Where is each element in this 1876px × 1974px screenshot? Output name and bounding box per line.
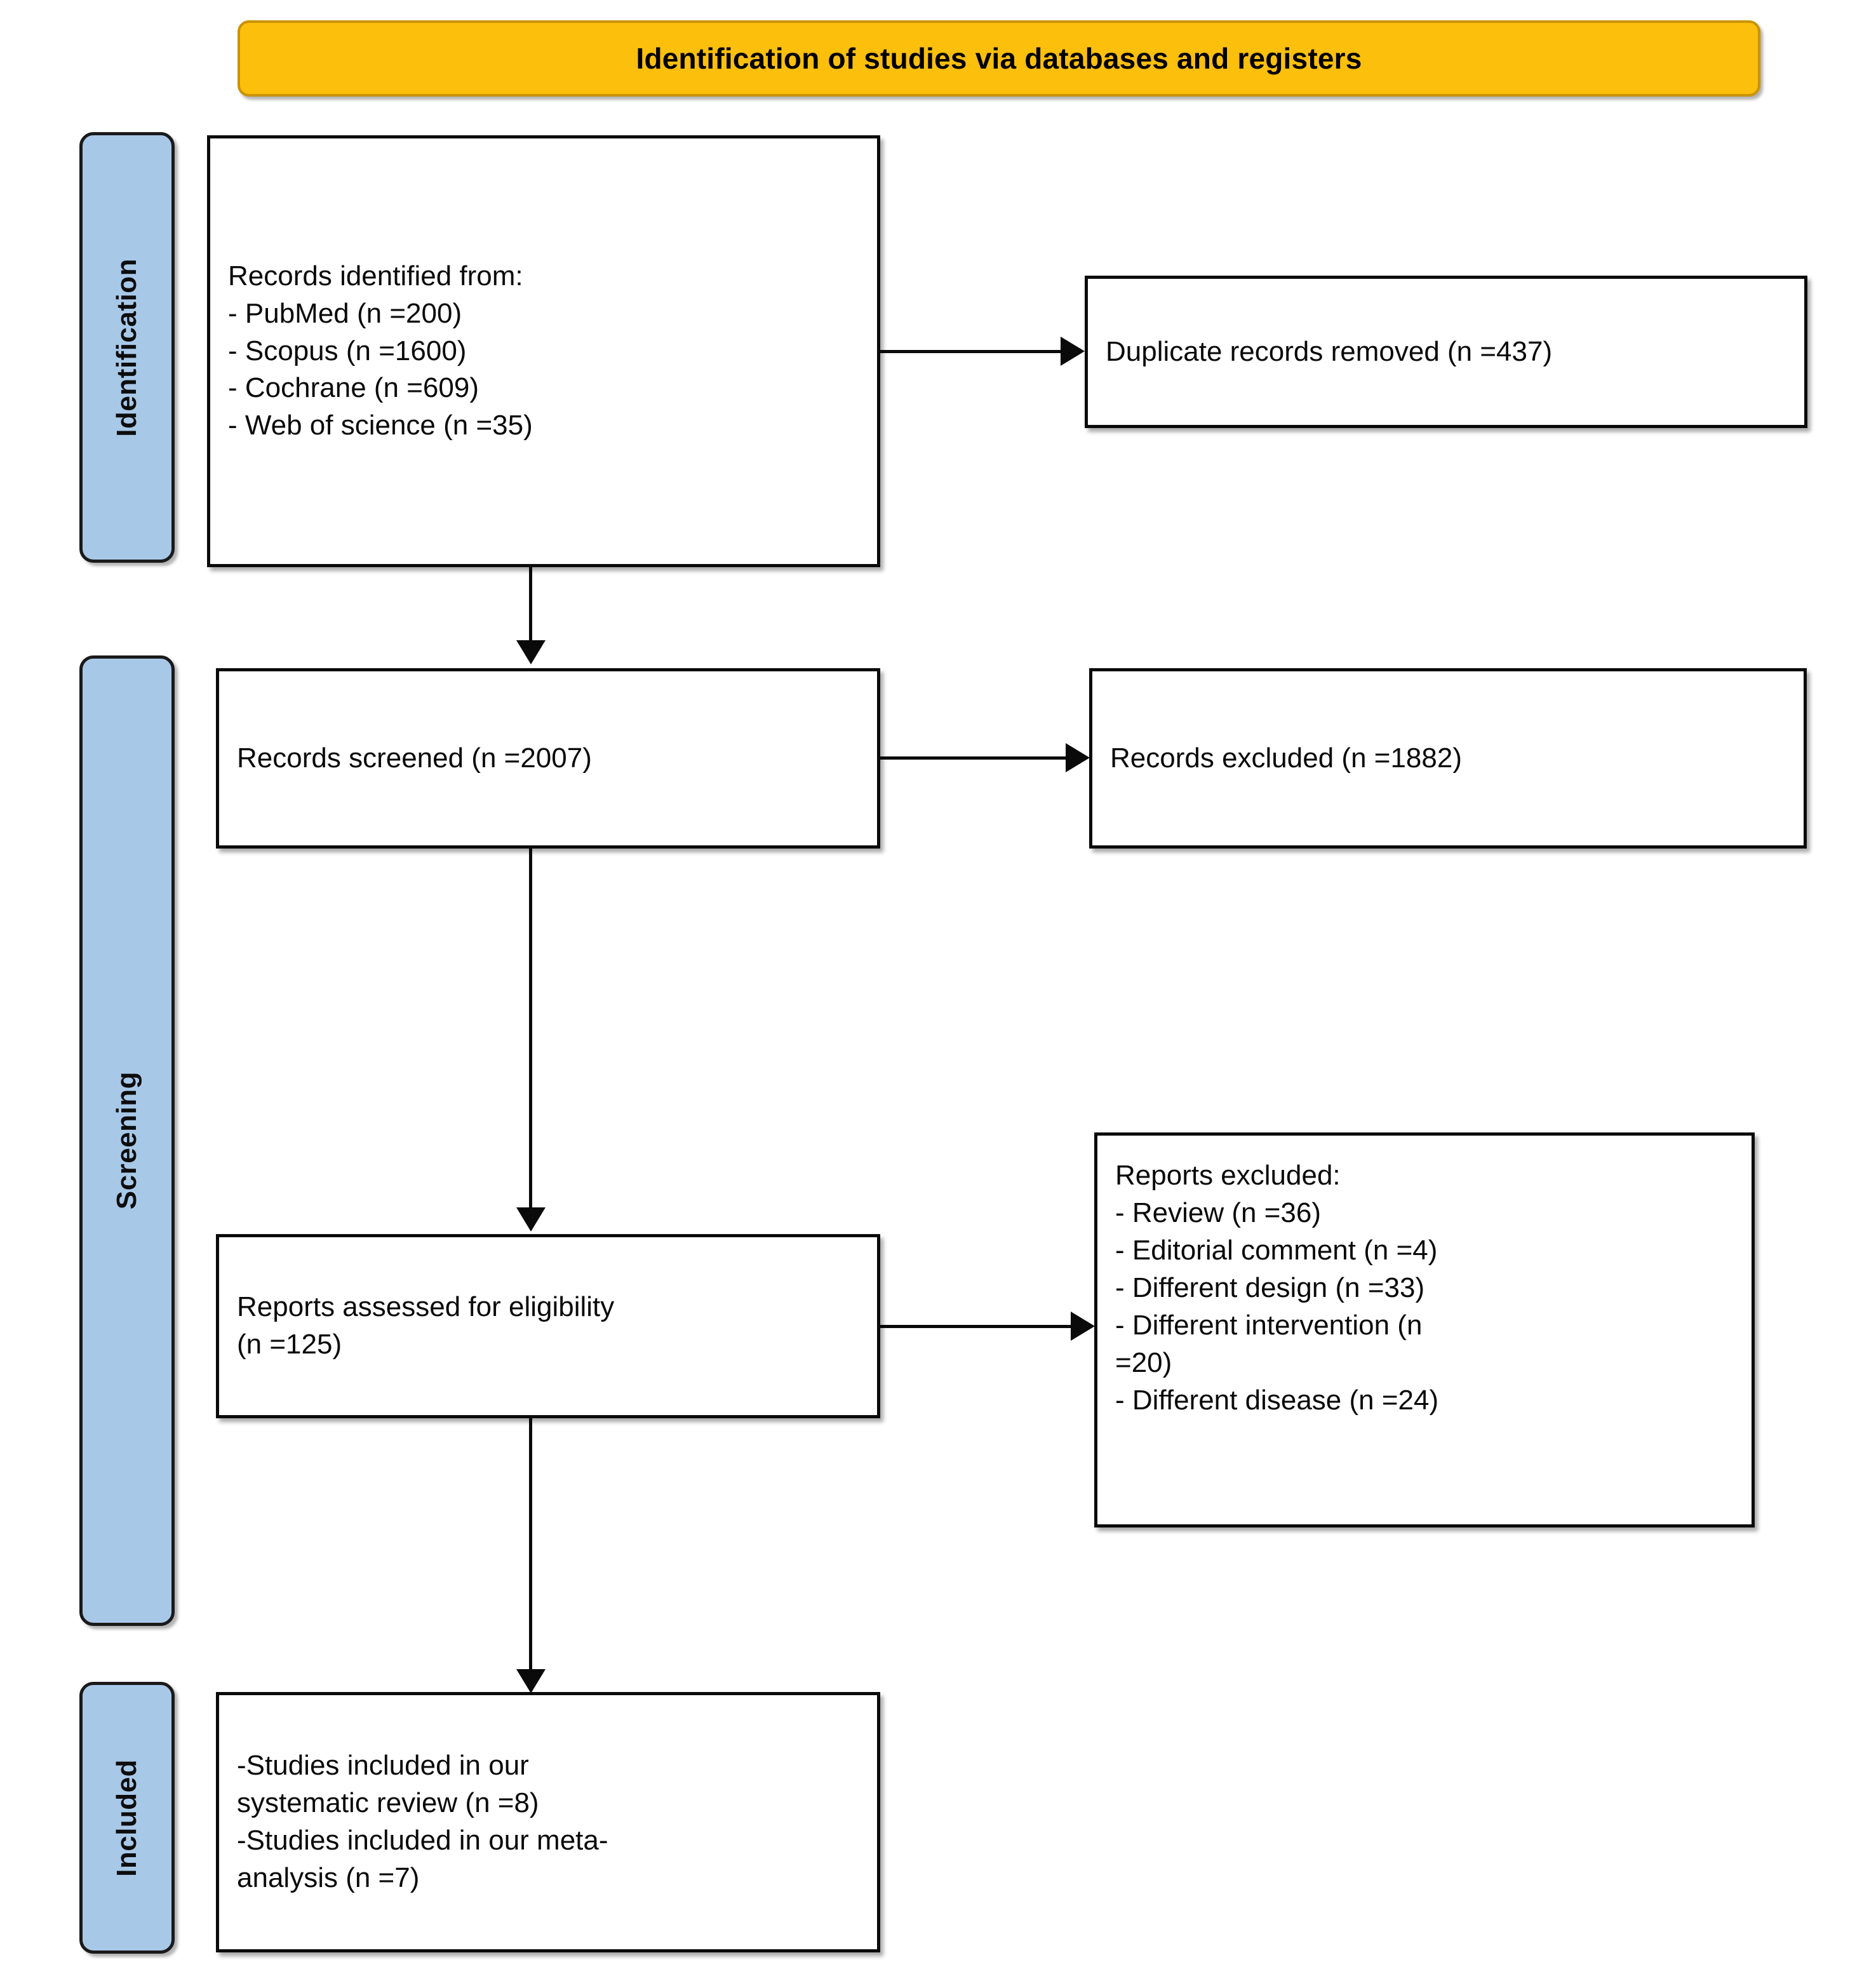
stage-tab-screening: Screening: [79, 655, 175, 1626]
box-duplicates-removed-text: Duplicate records removed (n =437): [1106, 335, 1553, 367]
box-records-identified-text: Records identified from: - PubMed (n =20…: [228, 260, 533, 441]
arrowhead-screened-to-excluded: [1066, 743, 1090, 772]
connector-assessed-to-included: [529, 1418, 532, 1671]
box-reports-excluded-text: Reports excluded: - Review (n =36) - Edi…: [1115, 1160, 1439, 1416]
arrowhead-screened-to-assessed: [516, 1207, 546, 1232]
connector-identified-to-duplicates: [880, 350, 1063, 353]
stage-tab-screening-label: Screening: [111, 1071, 142, 1210]
box-records-identified: Records identified from: - PubMed (n =20…: [207, 135, 880, 567]
arrowhead-identified-to-duplicates: [1061, 337, 1085, 366]
box-reports-excluded: Reports excluded: - Review (n =36) - Edi…: [1094, 1132, 1755, 1527]
arrowhead-identified-to-screened: [516, 640, 546, 664]
page-title: Identification of studies via databases …: [636, 42, 1362, 75]
arrowhead-assessed-to-reports-excluded: [1071, 1312, 1095, 1341]
box-duplicates-removed: Duplicate records removed (n =437): [1085, 276, 1807, 428]
box-records-screened-text: Records screened (n =2007): [237, 742, 592, 774]
box-reports-assessed: Reports assessed for eligibility (n =125…: [216, 1234, 880, 1418]
stage-tab-included-label: Included: [111, 1759, 142, 1877]
stage-tab-included: Included: [79, 1682, 175, 1954]
arrowhead-assessed-to-included: [516, 1669, 546, 1693]
box-studies-included-text: -Studies included in our systematic revi…: [237, 1750, 608, 1893]
box-records-excluded: Records excluded (n =1882): [1089, 668, 1807, 849]
diagram-title-banner: Identification of studies via databases …: [238, 20, 1760, 97]
connector-screened-to-excluded: [880, 756, 1068, 760]
stage-tab-identification: Identification: [79, 132, 175, 563]
stage-tab-identification-label: Identification: [111, 258, 142, 437]
box-reports-assessed-text: Reports assessed for eligibility (n =125…: [237, 1291, 615, 1360]
connector-identified-to-screened: [529, 567, 532, 642]
box-studies-included: -Studies included in our systematic revi…: [216, 1692, 880, 1952]
connector-screened-to-assessed: [529, 849, 532, 1209]
box-records-screened: Records screened (n =2007): [216, 668, 880, 849]
connector-assessed-to-reports-excluded: [880, 1325, 1073, 1328]
box-records-excluded-text: Records excluded (n =1882): [1110, 742, 1462, 774]
